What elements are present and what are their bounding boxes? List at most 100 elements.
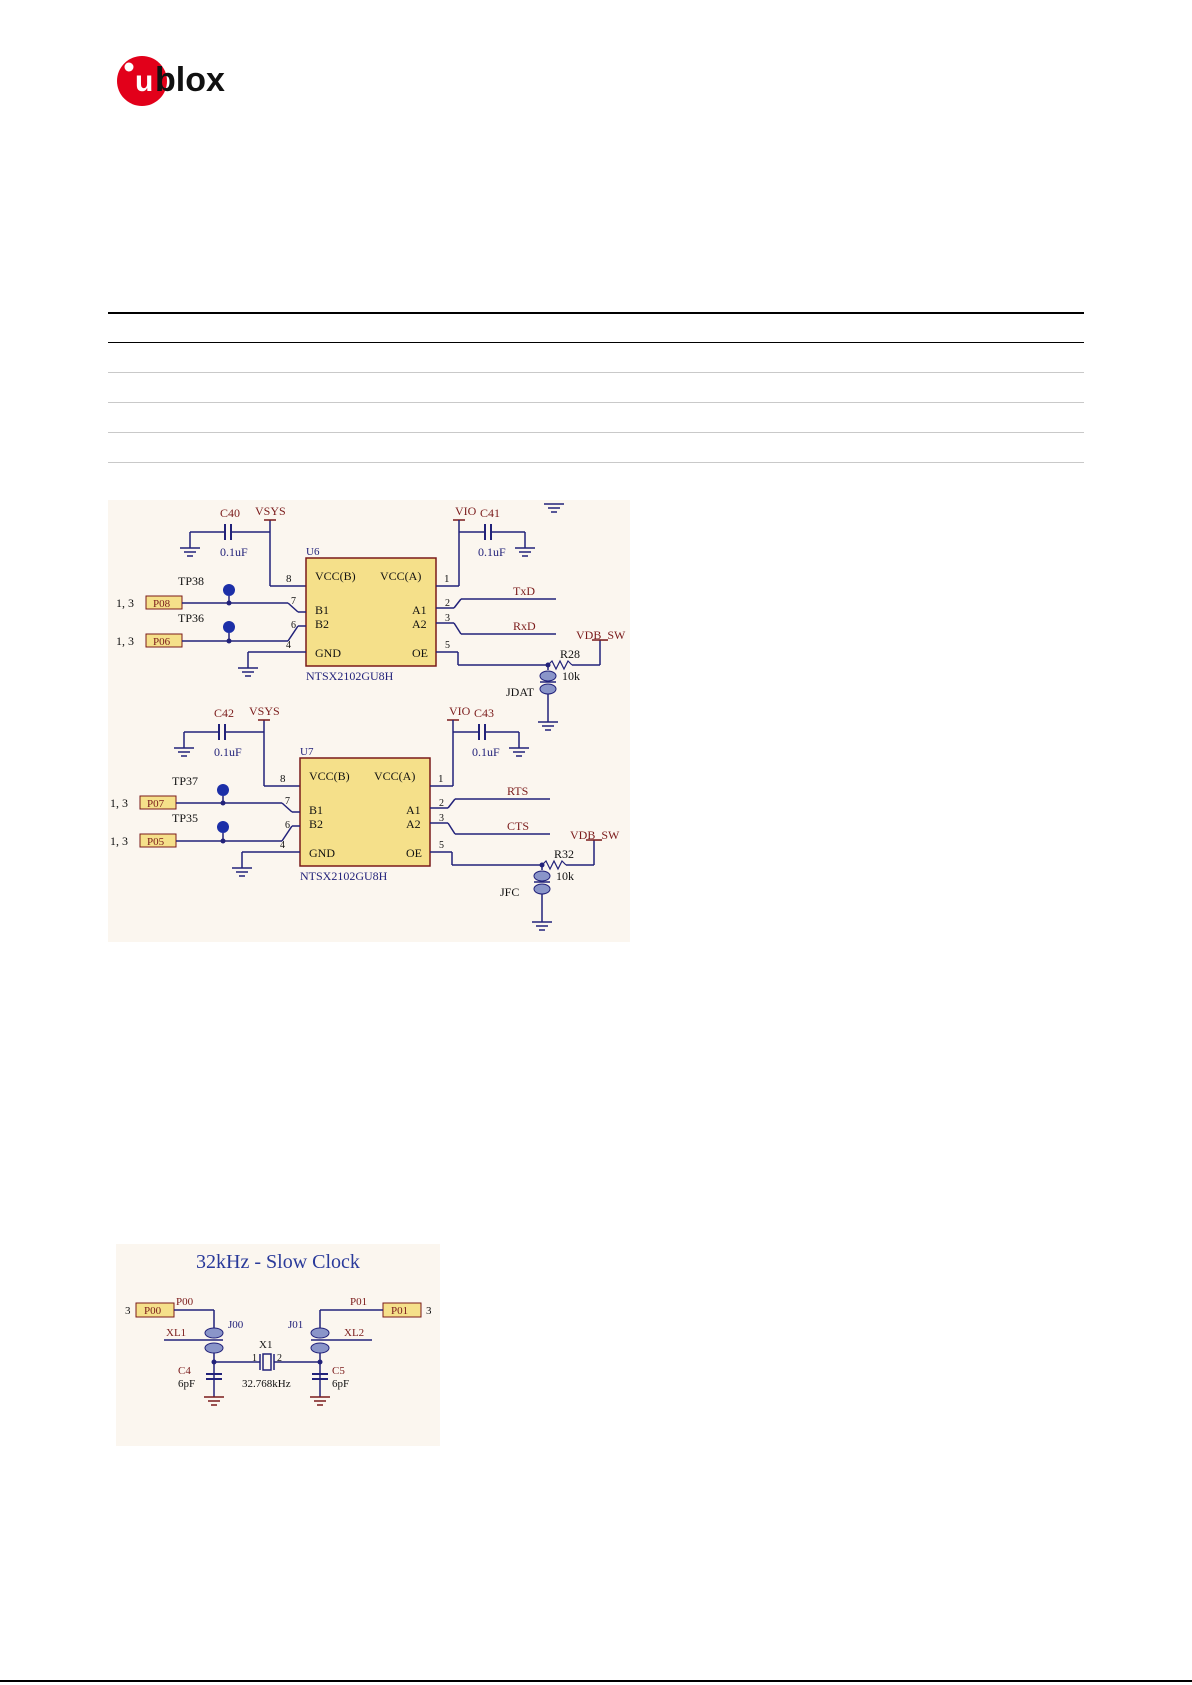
jumper-j00 — [204, 1327, 224, 1339]
cap-c40-ref: C40 — [220, 506, 240, 520]
pin-num-gnd: 4 — [286, 640, 291, 651]
u7-pin-a2: A2 — [406, 817, 421, 831]
cap-c40-value: 0.1uF — [220, 545, 248, 559]
u7-pin-b2: B2 — [309, 817, 323, 831]
pin-num-vcca-u7: 1 — [438, 773, 444, 785]
clock-port-left-num: 3 — [125, 1305, 131, 1317]
rail-vio-label-2: VIO — [449, 704, 471, 718]
cap-c43-value: 0.1uF — [472, 745, 500, 759]
pin-num-oe-u7: 5 — [439, 840, 444, 851]
resistor-r32 — [541, 859, 567, 871]
net-xl1: XL1 — [166, 1327, 186, 1339]
jumper-j01-label: J01 — [288, 1319, 303, 1331]
pin-num-vccb-u7: 8 — [280, 773, 286, 785]
u7-ref: U7 — [300, 746, 314, 758]
u6-pin-gnd: GND — [315, 646, 341, 660]
u6-circuit: C40 0.1uF VSYS 8 U6 VCC(B) B1 B2 GND VCC… — [116, 503, 626, 731]
level-shifter-schematic: C40 0.1uF VSYS 8 U6 VCC(B) B1 B2 GND VCC… — [108, 500, 630, 942]
rail-vdbsw-2: VDB_SW — [570, 828, 620, 842]
port-p08-label: P08 — [153, 598, 171, 610]
table-header-bottom-rule — [108, 342, 1084, 343]
net-rts: RTS — [507, 784, 528, 798]
pin-num-a1: 2 — [445, 598, 450, 609]
port-p05-label: P05 — [147, 836, 165, 848]
crystal-x1-value: 32.768kHz — [242, 1378, 291, 1390]
jumper-jdat — [539, 670, 557, 682]
testpoint-tp37 — [217, 784, 229, 796]
pin-num-b2-u7: 6 — [285, 820, 290, 831]
ublox-logo: u blox — [116, 55, 266, 107]
resistor-r32-value: 10k — [556, 869, 574, 883]
pin-num-a2-u7: 3 — [439, 813, 444, 824]
jumper-jfc — [533, 870, 551, 882]
testpoint-tp38 — [223, 584, 235, 596]
net-cts: CTS — [507, 819, 529, 833]
jumper-jdat-label: JDAT — [506, 685, 535, 699]
pin-num-oe: 5 — [445, 640, 450, 651]
cap-c42-ref: C42 — [214, 706, 234, 720]
rail-vsys-label: VSYS — [255, 504, 286, 518]
testpoint-tp35 — [217, 821, 229, 833]
tp38-label: TP38 — [178, 574, 204, 588]
tp37-label: TP37 — [172, 774, 198, 788]
pin-num-a1-u7: 2 — [439, 798, 444, 809]
u6-pin-vccb: VCC(B) — [315, 569, 356, 583]
u6-ref: U6 — [306, 546, 320, 558]
table-header-top-rule — [108, 312, 1084, 314]
u6-pin-b2: B2 — [315, 617, 329, 631]
rail-vio-label: VIO — [455, 504, 477, 518]
resistor-r28 — [547, 659, 573, 671]
port-prefix-p06: 1, 3 — [116, 634, 134, 648]
cap-c5-value: 6pF — [332, 1378, 349, 1390]
resistor-r32-ref: R32 — [554, 847, 574, 861]
net-xl2: XL2 — [344, 1327, 364, 1339]
u6-part-number: NTSX2102GU8H — [306, 669, 394, 683]
u7-circuit: C42 0.1uF VSYS 8 U7 VCC(B) B1 B2 GND VCC… — [110, 704, 620, 931]
crystal-pin1: 1 — [252, 1353, 257, 1364]
jumper-jfc-label: JFC — [500, 885, 519, 899]
u6-pin-b1: B1 — [315, 603, 329, 617]
u6-pin-oe: OE — [412, 646, 428, 660]
port-prefix-p07: 1, 3 — [110, 796, 128, 810]
resistor-r28-ref: R28 — [560, 647, 580, 661]
u6-pin-a1: A1 — [412, 603, 427, 617]
jumper-j01 — [310, 1327, 330, 1339]
cap-c42-value: 0.1uF — [214, 745, 242, 759]
crystal-x1-ref: X1 — [259, 1339, 272, 1351]
pin-num-a2: 3 — [445, 613, 450, 624]
net-p00-label: P00 — [176, 1296, 194, 1308]
table-bottom-rule — [108, 462, 1084, 463]
clock-port-right-num: 3 — [426, 1305, 432, 1317]
u7-pin-oe: OE — [406, 846, 422, 860]
u6-pin-a2: A2 — [412, 617, 427, 631]
net-txd: TxD — [513, 584, 535, 598]
crystal-pin2: 2 — [277, 1353, 282, 1364]
port-prefix-p05: 1, 3 — [110, 834, 128, 848]
u6-pin-vcca: VCC(A) — [380, 569, 421, 583]
u7-pin-vccb: VCC(B) — [309, 769, 350, 783]
net-rxd: RxD — [513, 619, 536, 633]
logo-wordmark: blox — [155, 61, 225, 99]
rail-vdbsw-1: VDB_SW — [576, 628, 626, 642]
port-prefix-p08: 1, 3 — [116, 596, 134, 610]
port-p06-label: P06 — [153, 636, 171, 648]
clock-schematic-title: 32kHz - Slow Clock — [196, 1251, 360, 1273]
u7-ic-body — [299, 757, 431, 867]
jumper-j00-label: J00 — [228, 1319, 244, 1331]
pin-num-b1-u7: 7 — [285, 796, 290, 807]
slow-clock-schematic: 32kHz - Slow Clock 3 P00 P00 J00 XL1 C4 … — [116, 1244, 440, 1446]
rail-vsys-label-2: VSYS — [249, 704, 280, 718]
pin-num-gnd-u7: 4 — [280, 840, 285, 851]
testpoint-tp36 — [223, 621, 235, 633]
port-p07-label: P07 — [147, 798, 165, 810]
u7-pin-vcca: VCC(A) — [374, 769, 415, 783]
resistor-r28-value: 10k — [562, 669, 580, 683]
u7-pin-gnd: GND — [309, 846, 335, 860]
footer-rule — [0, 1680, 1192, 1682]
u7-part-number: NTSX2102GU8H — [300, 869, 388, 883]
pin-num-vccb: 8 — [286, 573, 292, 585]
crystal-x1 — [262, 1353, 272, 1371]
port-p00-label: P00 — [144, 1305, 162, 1317]
cap-c41-value: 0.1uF — [478, 545, 506, 559]
table-row-rule — [108, 372, 1084, 373]
